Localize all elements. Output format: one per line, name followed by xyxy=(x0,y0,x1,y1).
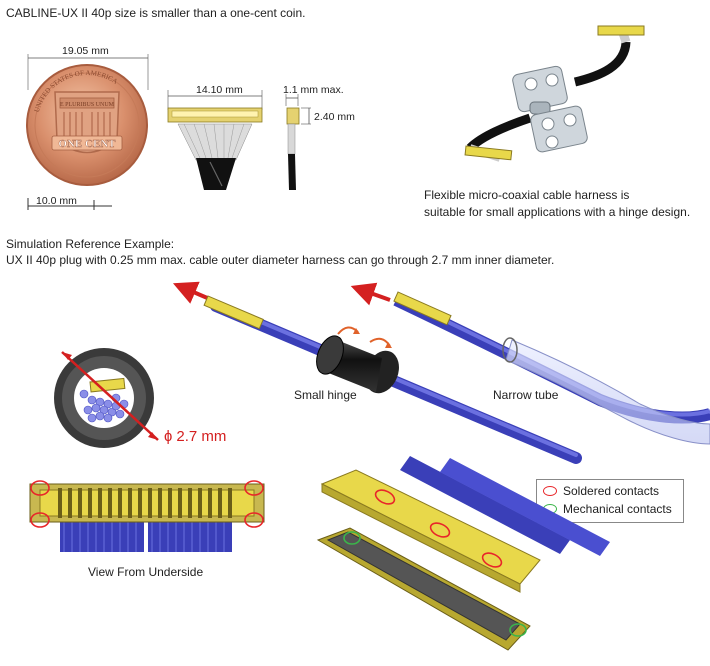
direction-arrows xyxy=(172,281,391,306)
harness-caption-line2: suitable for small applications with a h… xyxy=(424,205,691,219)
coin-width-label: 19.05 mm xyxy=(62,45,109,57)
hinge-harness-illustration xyxy=(464,25,645,162)
connector-side-view xyxy=(285,94,311,190)
narrow-tube-label: Narrow tube xyxy=(493,388,559,402)
tube-cross-section xyxy=(54,348,159,448)
cable-through-tube xyxy=(393,291,710,445)
connector-width-label: 14.10 mm xyxy=(196,84,243,96)
legend-soldered: Soldered contacts xyxy=(543,484,659,498)
cable-through-hinge xyxy=(203,295,582,464)
tube-diameter-label: ɸ 2.7 mm xyxy=(164,428,227,445)
height-max-label: 1.1 mm max. xyxy=(283,84,344,96)
coin-motto: E PLURIBUS UNUM xyxy=(60,102,115,108)
one-cent-coin: E PLURIBUS UNUM ONE CENT UNITED STATES O… xyxy=(26,54,149,210)
exploded-connector-view xyxy=(316,456,610,651)
red-ring-icon xyxy=(543,486,557,496)
simulation-heading: Simulation Reference Example: xyxy=(6,237,175,251)
contacts-legend: Soldered contacts Mechanical contacts xyxy=(536,479,684,523)
scale-bar-label: 10.0 mm xyxy=(36,195,77,207)
underside-connector-view xyxy=(29,480,265,552)
depth-label: 2.40 mm xyxy=(314,111,355,123)
small-hinge-model xyxy=(316,326,399,394)
connector-front-view xyxy=(167,90,263,190)
underside-caption: View From Underside xyxy=(88,565,204,579)
simulation-description: UX II 40p plug with 0.25 mm max. cable o… xyxy=(6,253,555,267)
small-hinge-label: Small hinge xyxy=(294,388,357,402)
page-title: CABLINE-UX II 40p size is smaller than a… xyxy=(6,6,306,20)
coin-value: ONE CENT xyxy=(58,138,116,150)
harness-caption-line1: Flexible micro-coaxial cable harness is xyxy=(424,188,630,202)
